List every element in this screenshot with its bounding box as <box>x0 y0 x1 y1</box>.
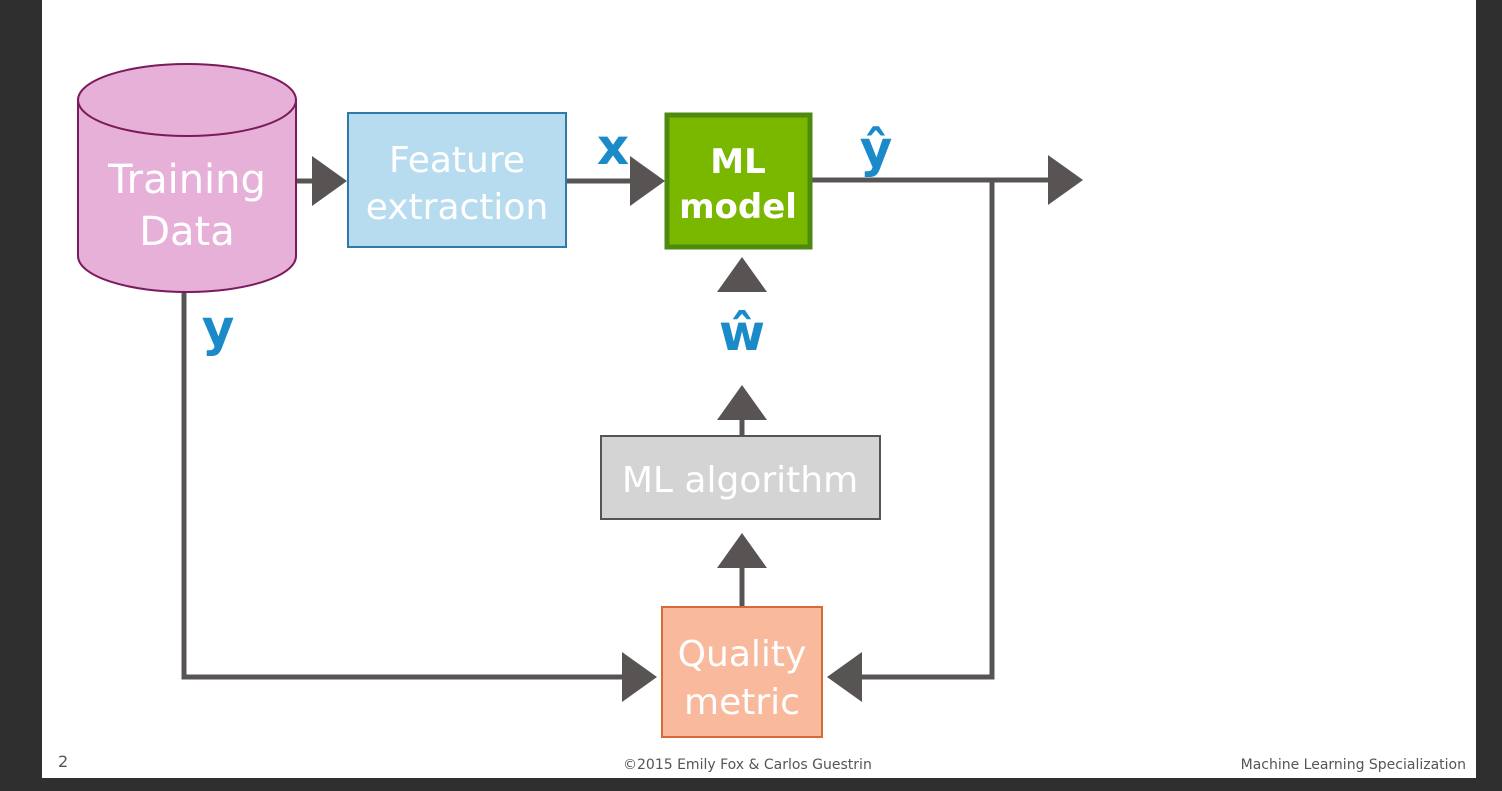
feature-extraction-node: Feature extraction <box>347 112 567 248</box>
slide-number: 2 <box>58 752 69 771</box>
ml-algorithm-node: ML algorithm <box>600 435 881 520</box>
arrow-y-to-quality <box>181 290 657 702</box>
quality-metric-box <box>661 606 823 738</box>
feature-extraction-box <box>347 112 567 248</box>
symbol-y: y <box>202 299 235 357</box>
training-data-cylinder-body <box>77 99 297 293</box>
arrow-yhat-to-quality <box>827 180 995 702</box>
connectors <box>181 155 1083 702</box>
symbol-x: x <box>597 118 629 176</box>
copyright-text: ©2015 Emily Fox & Carlos Guestrin <box>623 757 872 773</box>
ml-pipeline-diagram: Training Data Feature extraction ML mode… <box>77 63 1083 738</box>
quality-metric-node: Quality metric <box>661 606 823 738</box>
feature-extraction-label-line2: extraction <box>366 187 549 228</box>
feature-extraction-label-line1: Feature <box>389 140 525 181</box>
ml-model-label-line2: model <box>679 187 797 227</box>
quality-metric-label-line2: metric <box>684 682 800 723</box>
slide: Training Data Feature extraction ML mode… <box>42 0 1476 778</box>
ml-algorithm-label: ML algorithm <box>622 460 858 501</box>
symbol-w-hat: ŵ <box>719 304 765 362</box>
ml-algorithm-box <box>600 435 881 520</box>
ml-model-box <box>664 112 813 250</box>
training-data-node: Training Data <box>77 63 297 293</box>
symbol-y-hat: ŷ <box>860 120 893 178</box>
training-data-label-line2: Data <box>139 209 235 255</box>
ml-model-label-line1: ML <box>710 142 766 182</box>
training-data-cylinder-top <box>77 63 297 137</box>
quality-metric-label-line1: Quality <box>678 634 807 675</box>
course-name: Machine Learning Specialization <box>1240 757 1466 773</box>
training-data-label-line1: Training <box>107 157 266 203</box>
ml-model-node: ML model <box>664 112 813 250</box>
